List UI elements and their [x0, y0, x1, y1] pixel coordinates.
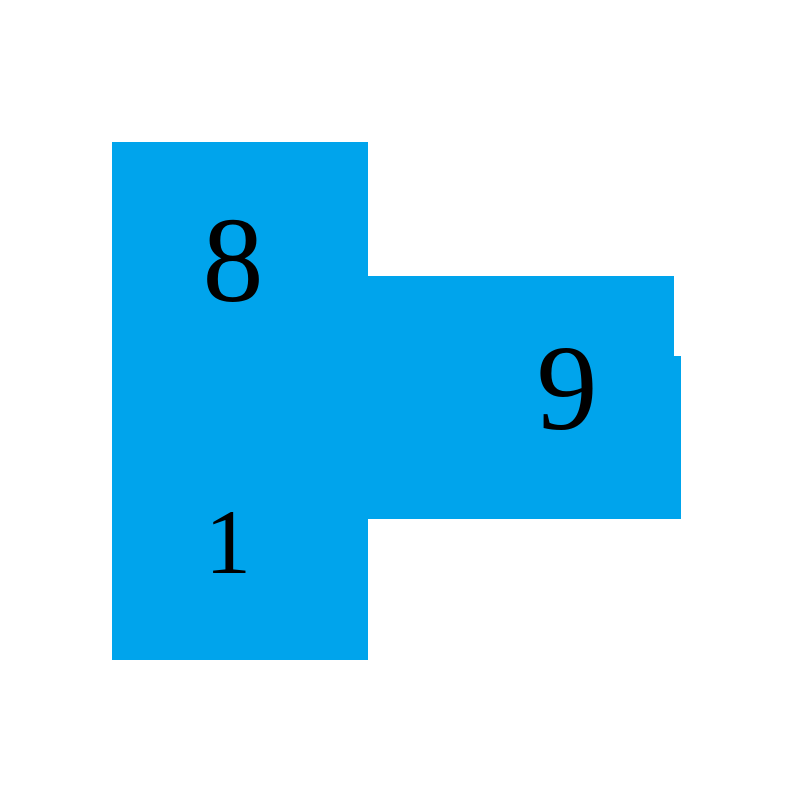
- right-block-lower: [368, 356, 681, 519]
- left-column-rect: [112, 142, 368, 660]
- label-8: 8: [202, 193, 264, 328]
- label-9: 9: [536, 321, 598, 456]
- label-1: 1: [205, 491, 251, 593]
